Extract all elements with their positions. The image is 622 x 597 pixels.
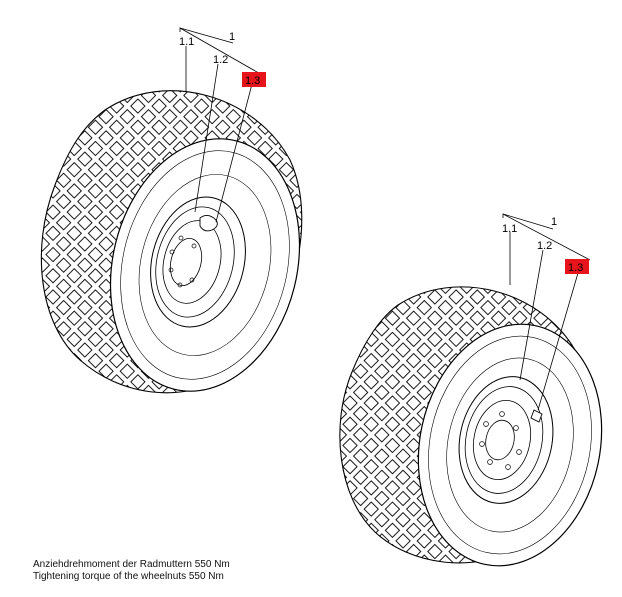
leaders-b	[502, 213, 591, 411]
label-tire-b: 1.1	[502, 223, 517, 235]
leaders-a	[179, 27, 265, 223]
valve-b	[530, 409, 543, 423]
highlight-valve-b	[565, 259, 589, 274]
torque-note-german: Anziehdrehmoment der Radmuttern 550 Nm	[33, 559, 230, 570]
wheel-b: 1 1.1 1.2 1.3	[339, 213, 603, 567]
label-group-b: 1	[551, 216, 557, 228]
label-valve-b: 1.3	[568, 262, 583, 274]
torque-note-english: Tightening torque of the wheelnuts 550 N…	[33, 571, 224, 582]
label-tire-a: 1.1	[179, 36, 194, 48]
label-rim-a: 1.2	[213, 54, 228, 66]
wheel-a: 1 1.1 1.2 1.3	[40, 27, 303, 394]
label-valve-a: 1.3	[245, 75, 260, 87]
label-group-a: 1	[229, 31, 235, 43]
rim-a	[150, 196, 246, 328]
valve-a	[199, 215, 218, 232]
label-rim-b: 1.2	[537, 240, 552, 252]
rim-b	[458, 376, 554, 504]
highlight-valve-a	[242, 72, 266, 87]
